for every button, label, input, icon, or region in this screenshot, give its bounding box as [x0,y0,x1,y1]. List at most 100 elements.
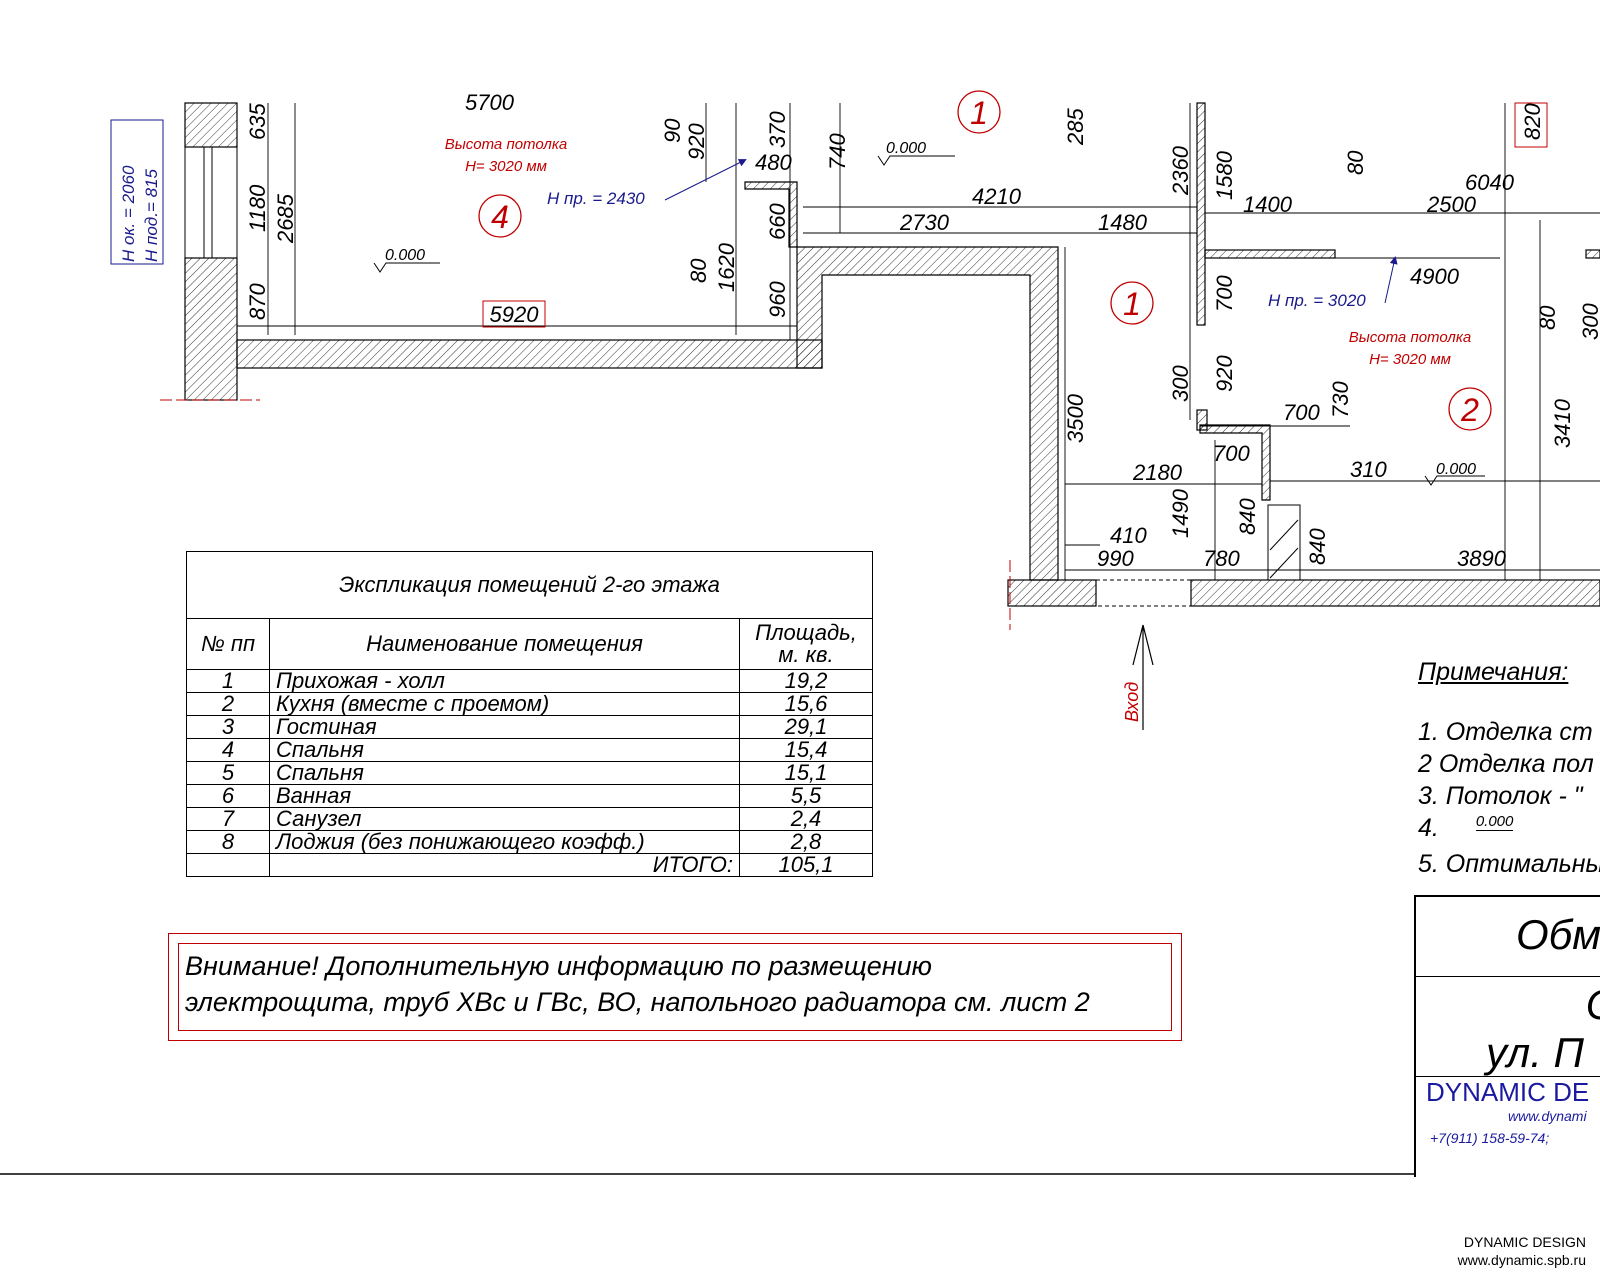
ceiling-left-line1: Высота потолка [445,136,568,153]
note-item: 1. Отделка ст [1418,718,1593,746]
walls [184,102,1600,607]
dim-1490: 1490 [1168,488,1193,538]
dim-1400: 1400 [1243,192,1293,217]
dim-660: 660 [765,203,790,240]
dim-700-a: 700 [1283,400,1320,425]
window-left [203,146,213,259]
opening-arrow-right [1384,256,1398,304]
room-number-4: 4 [491,199,509,235]
total-row: ИТОГО:105,1 [186,853,873,877]
dimension-lines [237,103,1600,580]
dim-80-c: 80 [1535,305,1560,330]
dim-410: 410 [1110,523,1147,548]
ceiling-right-line2: H= 3020 мм [1369,351,1451,368]
title-block: Обм С ул. П DYNAMIC DE www.dynami +7(911… [1414,895,1600,1177]
level-marks [373,155,1485,486]
dim-3410: 3410 [1550,398,1575,448]
company-site: www.dynami [1508,1108,1587,1124]
dim-90: 90 [660,118,685,143]
dim-3500: 3500 [1063,393,1088,443]
dim-4900: 4900 [1410,264,1460,289]
framed-dim-5920: 5920 [490,302,540,327]
note-item: 2 Отделка пол [1418,750,1594,778]
dim-2685: 2685 [273,193,298,244]
dim-3890: 3890 [1457,546,1507,571]
dim-2730: 2730 [899,210,950,235]
footer-site: www.dynamic.spb.ru [1457,1252,1586,1268]
room-circle-1-top [957,90,1001,134]
dim-920-a: 920 [684,123,709,160]
room-number-1: 1 [1123,286,1141,322]
dim-840-b: 840 [1305,528,1330,565]
dim-1580: 1580 [1212,150,1237,200]
title-block-row2: С ул. П [1416,977,1600,1077]
room-number-2: 2 [1460,392,1479,428]
dim-780: 780 [1203,546,1240,571]
explication-table: Экспликация помещений 2-го этажа № пп На… [186,551,873,877]
dim-700-v: 700 [1212,275,1237,312]
opening-right-label: H пр. = 3020 [1268,291,1366,310]
dim-740: 740 [825,133,850,170]
col-area-header: Площадь, м. кв. [739,618,873,670]
notes: Примечания: 1. Отделка ст 2 Отделка пол … [1418,656,1600,880]
note-item: 4. 0.000 [1418,813,1514,842]
warning-line1: Внимание! Дополнительную информацию по р… [185,951,932,981]
window-note-frame [110,119,164,265]
dim-300-a: 300 [1168,365,1193,402]
dim-5700: 5700 [465,90,515,115]
dim-990: 990 [1097,546,1134,571]
dim-285: 285 [1063,108,1088,146]
dim-870: 870 [245,283,270,320]
ceiling-left-line2: H= 3020 мм [465,158,547,175]
entrance-label: Вход [1122,682,1142,722]
ceiling-right-line1: Высота потолка [1349,329,1472,346]
dim-2360: 2360 [1168,145,1193,196]
dim-960: 960 [765,281,790,318]
dim-700-b: 700 [1213,441,1250,466]
room-circle-2 [1448,387,1492,431]
riser [1267,504,1301,581]
company-phone: +7(911) 158-59-74; [1430,1130,1550,1146]
note-item: 5. Оптимальны [1418,850,1600,878]
dim-80-a: 80 [686,258,711,283]
window-note-h-ok: H ок. = 2060 [119,165,138,262]
dim-480: 480 [755,150,792,175]
title-block-row1: Обм [1416,897,1600,977]
note-item: 3. Потолок - " [1418,782,1583,810]
framed-dim-820: 820 [1520,103,1545,140]
dim-4210: 4210 [972,184,1022,209]
notes-title: Примечания: [1418,658,1569,686]
opening-left-label: H пр. = 2430 [547,189,645,208]
room-circle-4 [478,194,522,238]
note-level-mark: 0.000 [1475,813,1514,831]
dim-635: 635 [245,103,270,140]
dim-2180: 2180 [1132,460,1183,485]
room-numbers: 4 1 2 1 [491,95,1479,428]
level-mark-2: 0.000 [886,140,926,157]
warning-line2: электрощита, труб ХВс и ГВс, ВО, напольн… [185,987,1090,1017]
explication-title: Экспликация помещений 2-го этажа [186,551,873,619]
dim-370: 370 [765,111,790,148]
dim-840-a: 840 [1235,498,1260,535]
dim-730: 730 [1328,381,1353,418]
dim-920-b: 920 [1212,355,1237,392]
level-mark-1: 0.000 [385,247,425,264]
dim-1620: 1620 [714,242,739,292]
footer-company: DYNAMIC DESIGN [1463,1234,1586,1250]
level-mark-3: 0.000 [1436,461,1476,478]
dim-310: 310 [1350,457,1387,482]
warning-box: Внимание! Дополнительную информацию по р… [168,933,1182,1041]
opening-arrow-left [664,159,747,201]
door-opening [1095,579,1192,607]
entrance-arrow [1132,624,1154,730]
dim-80-b: 80 [1343,150,1368,175]
